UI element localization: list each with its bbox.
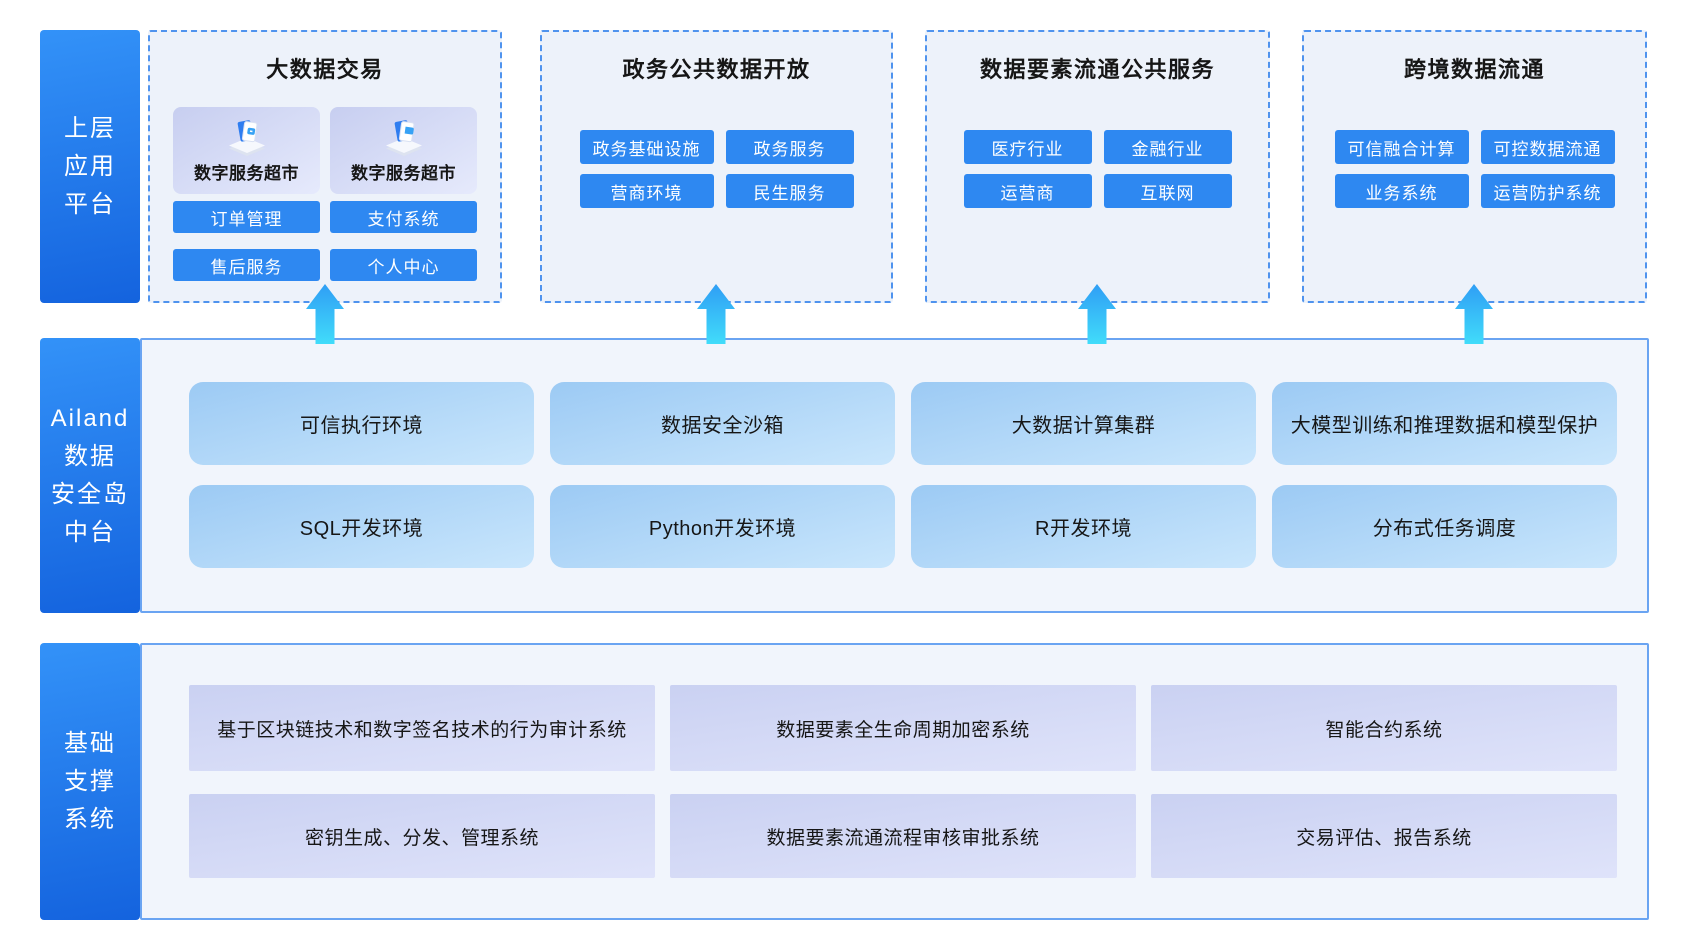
layer-label-line: 平台: [64, 190, 116, 218]
module-chip: 互联网: [1103, 174, 1232, 208]
digital-service-market-card: 数字服务超市: [173, 107, 320, 194]
module-chip: 售后服务: [173, 249, 320, 281]
capability-card: 大模型训练和推理数据和模型保护: [1272, 382, 1617, 465]
capability-card: SQL开发环境: [189, 485, 534, 568]
support-card-grid: 基于区块链技术和数字签名技术的行为审计系统 数据要素全生命周期加密系统 智能合约…: [189, 685, 1617, 878]
middle-platform-panel: 可信执行环境 数据安全沙箱 大数据计算集群 大模型训练和推理数据和模型保护 SQ…: [140, 338, 1649, 613]
module-chip-grid: 政务基础设施 政务服务 营商环境 民生服务: [579, 130, 854, 208]
layer-label-line: 基础: [64, 729, 116, 757]
capability-card: 大数据计算集群: [911, 382, 1256, 465]
capability-card: R开发环境: [911, 485, 1256, 568]
capability-card-grid: 可信执行环境 数据安全沙箱 大数据计算集群 大模型训练和推理数据和模型保护 SQ…: [189, 382, 1617, 568]
digital-service-market-card: 数字服务超市: [330, 107, 477, 194]
support-system-card: 数据要素流通流程审核审批系统: [670, 794, 1136, 878]
up-arrow-icon: [697, 284, 735, 344]
up-arrow-icon: [1455, 284, 1493, 344]
module-chip: 民生服务: [725, 174, 854, 208]
layer-label-line: Ailand: [50, 404, 130, 432]
digital-service-market-icon: [228, 119, 265, 156]
module-chip: 支付系统: [330, 201, 477, 233]
group-title: 数据要素流通公共服务: [979, 57, 1215, 82]
support-system-card: 密钥生成、分发、管理系统: [189, 794, 655, 878]
module-chip: 政务服务: [725, 130, 854, 164]
layer-label-line: 上层: [64, 114, 116, 142]
layer-label-line: 数据: [64, 442, 116, 470]
group-data-element-circulation-services: 数据要素流通公共服务 医疗行业 金融行业 运营商 互联网: [925, 30, 1270, 303]
module-chip: 个人中心: [330, 249, 477, 281]
module-chip: 金融行业: [1103, 130, 1232, 164]
capability-card: Python开发环境: [550, 485, 895, 568]
digital-service-market-icon: [385, 119, 422, 156]
layer-label-line: 支撑: [64, 767, 116, 795]
module-chip: 医疗行业: [963, 130, 1092, 164]
layer-label-line: 系统: [64, 805, 116, 833]
group-title: 政务公共数据开放: [622, 57, 811, 82]
layer-label-ailand-data-security-island: Ailand 数据 安全岛 中台: [40, 338, 140, 613]
module-chip-grid: 医疗行业 金融行业 运营商 互联网: [963, 130, 1232, 208]
module-chip: 营商环境: [579, 174, 714, 208]
module-chip: 订单管理: [173, 201, 320, 233]
support-system-card: 数据要素全生命周期加密系统: [670, 685, 1136, 771]
up-arrow-icon: [1078, 284, 1116, 344]
support-system-card: 交易评估、报告系统: [1151, 794, 1617, 878]
up-arrow-icon: [306, 284, 344, 344]
support-systems-panel: 基于区块链技术和数字签名技术的行为审计系统 数据要素全生命周期加密系统 智能合约…: [140, 643, 1649, 920]
group-title: 跨境数据流通: [1403, 57, 1545, 82]
group-title: 大数据交易: [266, 57, 384, 82]
group-government-public-data: 政务公共数据开放 政务基础设施 政务服务 营商环境 民生服务: [540, 30, 893, 303]
group-cross-border-data-circulation: 跨境数据流通 可信融合计算 可控数据流通 业务系统 运营防护系统: [1302, 30, 1647, 303]
module-chip: 运营防护系统: [1480, 174, 1615, 208]
layer-label-basic-support-systems: 基础 支撑 系统: [40, 643, 140, 920]
module-chip: 可信融合计算: [1334, 130, 1469, 164]
group-big-data-trading: 大数据交易 数字服务超市: [148, 30, 502, 303]
capability-card: 可信执行环境: [189, 382, 534, 465]
icon-card-label: 数字服务超市: [351, 163, 456, 183]
layer-label-line: 中台: [64, 518, 116, 546]
module-chip: 可控数据流通: [1480, 130, 1615, 164]
module-chip-grid: 订单管理 支付系统 售后服务 个人中心: [173, 201, 477, 281]
module-chip: 政务基础设施: [579, 130, 714, 164]
capability-card: 分布式任务调度: [1272, 485, 1617, 568]
layer-label-line: 安全岛: [51, 480, 129, 508]
module-chip-grid: 可信融合计算 可控数据流通 业务系统 运营防护系统: [1334, 130, 1615, 208]
module-chip: 业务系统: [1334, 174, 1469, 208]
capability-card: 数据安全沙箱: [550, 382, 895, 465]
support-system-card: 基于区块链技术和数字签名技术的行为审计系统: [189, 685, 655, 771]
layer-label-upper-application-platform: 上层 应用 平台: [40, 30, 140, 303]
module-chip: 运营商: [963, 174, 1092, 208]
icon-card-row: 数字服务超市 数字服务超市: [173, 107, 477, 194]
icon-card-label: 数字服务超市: [194, 163, 299, 183]
support-system-card: 智能合约系统: [1151, 685, 1617, 771]
layer-label-line: 应用: [64, 152, 116, 180]
